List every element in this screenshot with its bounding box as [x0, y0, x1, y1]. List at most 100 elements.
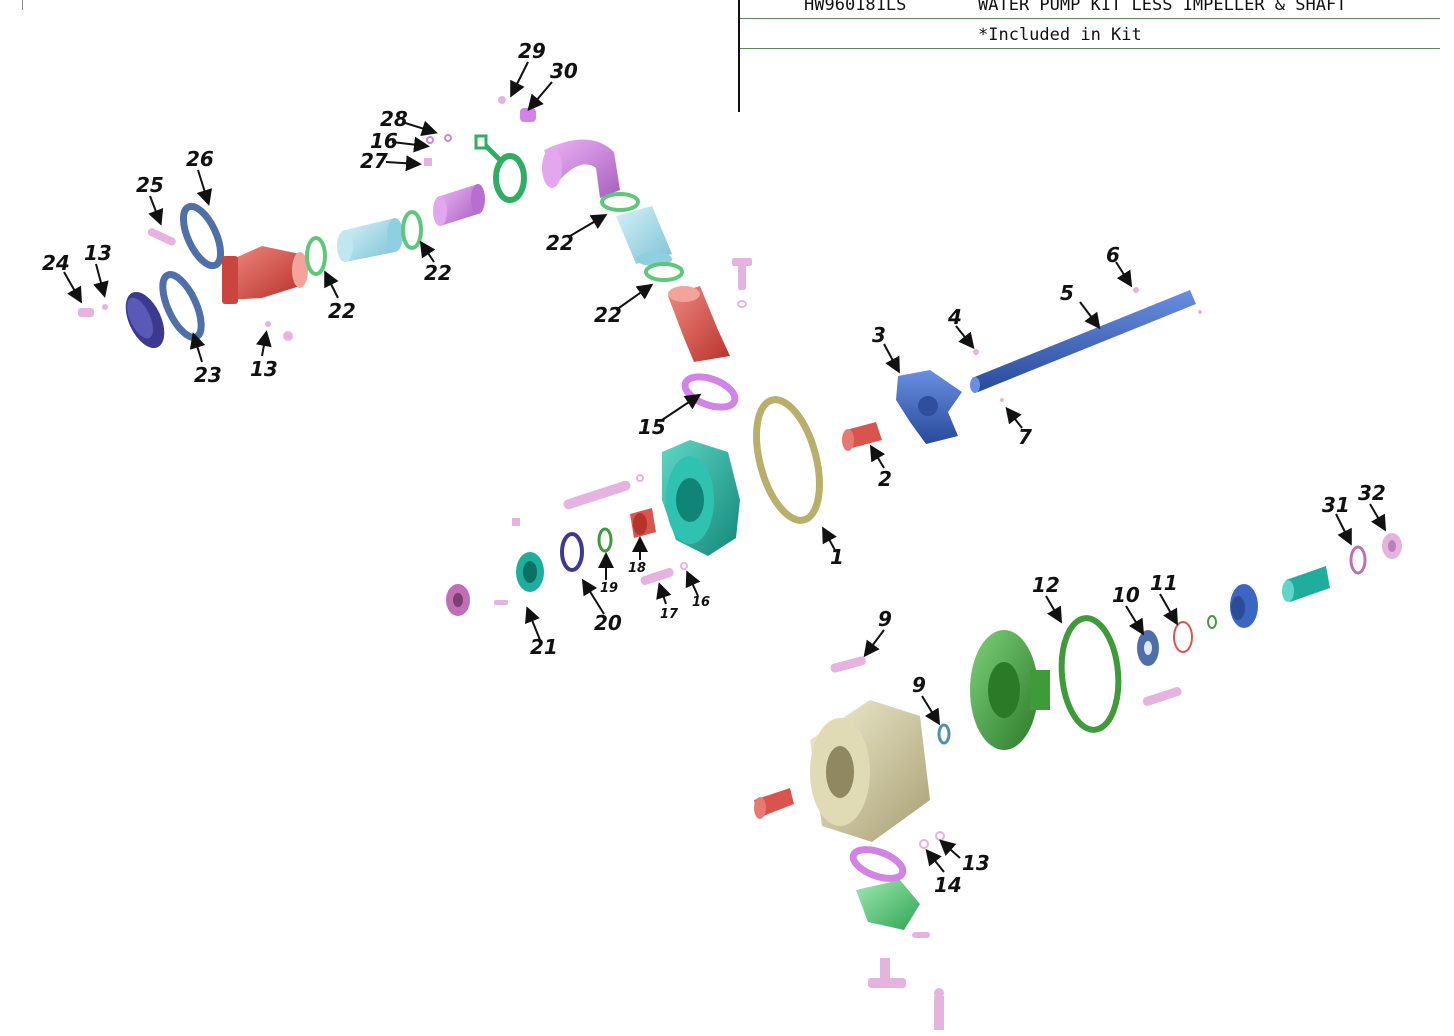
callout-3: 3	[872, 323, 886, 347]
callout-27: 27	[360, 149, 388, 173]
screw-24	[78, 304, 108, 317]
callout-22: 22	[546, 231, 574, 255]
callout-22: 22	[328, 299, 356, 323]
nut-13	[265, 321, 271, 327]
callout-9: 9	[912, 673, 926, 697]
stud-long	[563, 480, 631, 510]
elbow-violet	[542, 139, 620, 198]
impeller-3	[896, 370, 962, 444]
bolt-foot	[868, 958, 906, 988]
part-number: HW960181LS	[804, 0, 907, 15]
washer	[636, 474, 644, 482]
nozzle-red	[754, 788, 794, 819]
callout-20: 20	[594, 611, 622, 635]
callout-21: 21	[530, 635, 558, 659]
clamp-bolt	[424, 96, 536, 166]
sleeve-teal	[1282, 566, 1330, 602]
callout-19: 19	[600, 581, 618, 596]
callout-15: 15	[638, 415, 666, 439]
pin-end	[1198, 310, 1202, 314]
o-ring-11	[1173, 621, 1193, 653]
gasket-lower	[849, 846, 907, 882]
callout-16: 16	[370, 129, 398, 153]
bolt-upper	[732, 258, 752, 308]
callout-23: 23	[194, 363, 222, 387]
table-row: HW960181LS WATER PUMP KIT LESS IMPELLER …	[740, 0, 1440, 19]
callout-16: 16	[692, 595, 710, 610]
callout-12: 12	[1032, 573, 1060, 597]
bearing-10	[1137, 630, 1159, 666]
callout-25: 25	[136, 173, 164, 197]
seal-20	[560, 532, 584, 572]
callout-32: 32	[1358, 481, 1386, 505]
callout-24: 24	[42, 251, 70, 275]
pin-6	[1133, 287, 1139, 293]
gasket-12	[1058, 615, 1122, 733]
callout-14: 14	[934, 873, 962, 897]
callout-30: 30	[550, 59, 578, 83]
part-description: WATER PUMP KIT LESS IMPELLER & SHAFT	[978, 0, 1347, 15]
ring-31	[1349, 545, 1367, 575]
inlet-gasket-26	[179, 202, 225, 270]
o-ring-22	[644, 262, 684, 282]
callout-29: 29	[518, 39, 546, 63]
nut-13	[935, 831, 945, 841]
washer-16	[680, 562, 688, 570]
callout-5: 5	[1060, 281, 1074, 305]
callout-labels: 29 30 28 16 27 26 25 24 13 23 13 22 22 2…	[42, 39, 1386, 897]
bolt-9	[830, 656, 866, 673]
hose-violet	[433, 184, 485, 226]
cap-pink	[446, 584, 470, 616]
pin-7	[1000, 398, 1004, 402]
nut-32	[1382, 533, 1402, 559]
key-4	[973, 349, 979, 355]
cover-dark-green	[970, 630, 1050, 750]
callout-2: 2	[878, 467, 892, 491]
seal-teal-21	[516, 552, 544, 592]
callout-11: 11	[1150, 571, 1178, 595]
gear-blue	[1230, 584, 1258, 628]
leader-arrows	[63, 61, 1387, 873]
pin-25	[147, 228, 176, 246]
washer-13	[283, 331, 293, 341]
screw-17	[640, 567, 674, 585]
bolt-bottom	[934, 988, 944, 1030]
gasket-1	[753, 396, 823, 524]
page-margin-mark	[22, 0, 23, 10]
parts-table: HW960181LS WATER PUMP KIT LESS IMPELLER …	[738, 0, 1440, 112]
kit-note: *Included in Kit	[978, 25, 1142, 45]
pin	[512, 518, 520, 526]
ring-9	[937, 723, 951, 745]
callout-22: 22	[424, 261, 452, 285]
callout-28: 28	[380, 107, 408, 131]
bushing-2	[842, 422, 882, 451]
bearing-housing-khaki	[810, 700, 930, 842]
callout-31: 31	[1322, 493, 1350, 517]
callout-7: 7	[1018, 425, 1032, 449]
hose-light-blue	[337, 218, 403, 262]
screw-21	[494, 600, 508, 605]
pin-lower	[912, 932, 930, 938]
callout-13: 13	[250, 357, 278, 381]
inlet-elbow-red	[222, 246, 308, 304]
outlet-green	[856, 880, 920, 930]
callout-17: 17	[660, 607, 679, 622]
outlet-elbow-red	[668, 286, 730, 362]
callout-9: 9	[878, 607, 892, 631]
inlet-cover-plate	[125, 291, 165, 349]
o-ring-22	[401, 210, 423, 250]
o-ring-22	[600, 192, 640, 212]
pump-housing-teal	[662, 440, 740, 556]
callout-1: 1	[830, 545, 844, 569]
hose-clamp-green	[474, 134, 527, 203]
bushing-18	[630, 508, 656, 538]
stud-lower	[1142, 687, 1182, 706]
gasket-15	[681, 373, 739, 411]
washer-14	[919, 839, 929, 849]
shaft-5	[970, 290, 1196, 393]
table-row: *Included in Kit	[740, 22, 1440, 49]
hose-light-blue-2	[616, 206, 672, 266]
callout-4: 4	[947, 305, 962, 329]
o-ring-19	[597, 527, 613, 553]
